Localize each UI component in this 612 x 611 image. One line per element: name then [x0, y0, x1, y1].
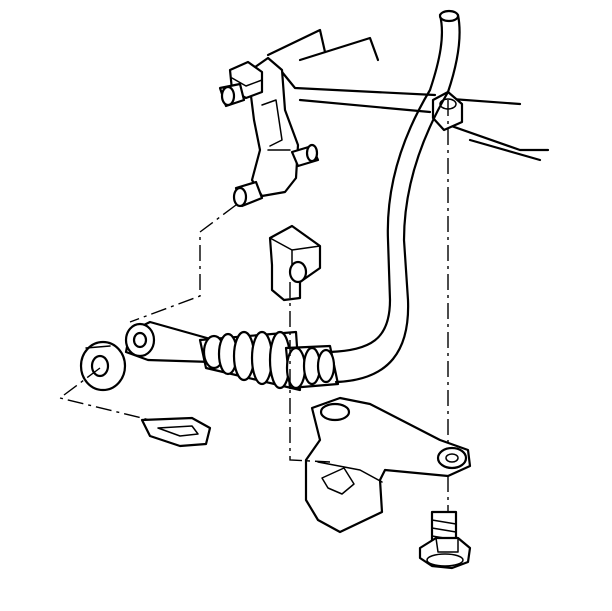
- retainer-pin-icon: [140, 416, 212, 448]
- cable-clip-icon: [268, 224, 322, 302]
- cable-end-eyelet-icon: [124, 320, 216, 364]
- washer-icon: [79, 340, 127, 392]
- frame-bracket-icon: [266, 28, 550, 162]
- shift-cable-icon: [328, 9, 461, 384]
- bolt-icon: [418, 510, 472, 570]
- shift-lever-icon: [218, 56, 300, 198]
- cable-boot-icon: [198, 330, 340, 392]
- cable-mounting-bracket-icon: [304, 396, 472, 534]
- stud-icon: [232, 143, 320, 208]
- assembly-lines: [58, 100, 449, 512]
